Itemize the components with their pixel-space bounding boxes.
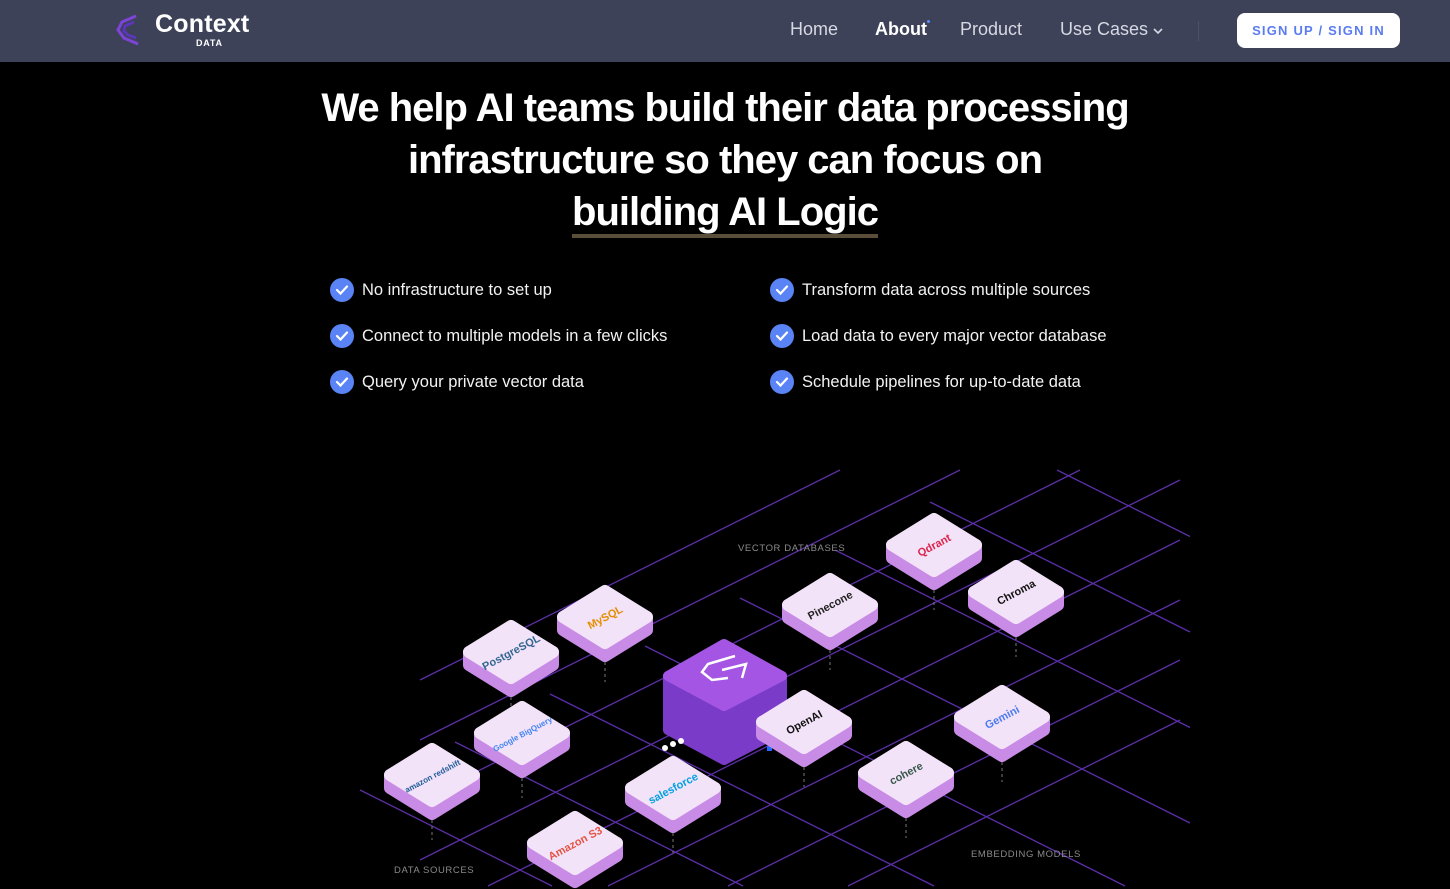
tile-openai: OpenAI [756, 690, 852, 787]
feature-item: Query your private vector data [330, 370, 584, 394]
hero-line-2: infrastructure so they can focus on [407, 138, 1043, 182]
nav-about[interactable]: About [875, 19, 927, 39]
brand-name: Context [155, 10, 250, 38]
nav-product[interactable]: Product [960, 19, 1023, 39]
chevron-down-icon [1153, 28, 1163, 35]
grid-line [1056, 469, 1191, 538]
tile-pinecone: Pinecone [782, 573, 878, 670]
feature-item: Load data to every major vector database [770, 324, 1107, 348]
tile-amazon-s3: Amazon S3 [527, 811, 623, 888]
check-circle-icon [330, 370, 354, 394]
context-logo-icon [700, 654, 748, 682]
nav-divider [1198, 21, 1199, 41]
nav-use-cases[interactable]: Use Cases [1060, 19, 1163, 40]
tile-chroma: Chroma [968, 560, 1064, 657]
feature-item: Transform data across multiple sources [770, 278, 1090, 302]
feature-text: Transform data across multiple sources [802, 280, 1091, 299]
check-circle-icon [770, 324, 794, 348]
brand-sub: DATA [196, 38, 223, 48]
grid-line [834, 549, 1191, 729]
nav-home[interactable]: Home [790, 19, 839, 39]
tile-qdrant: Qdrant [886, 513, 982, 610]
grid-line [549, 693, 935, 887]
feature-text: Schedule pipelines for up-to-date data [802, 372, 1081, 391]
grid-line [607, 599, 1181, 887]
hero-line-3: building AI Logic [572, 190, 879, 238]
active-dot [927, 20, 930, 23]
signup-signin-button[interactable]: SIGN UP / SIGN IN [1237, 13, 1400, 48]
tile-cohere: cohere [858, 741, 954, 838]
feature-text: Query your private vector data [362, 372, 584, 391]
grid-line [847, 719, 1181, 887]
grid-line [419, 479, 1181, 861]
tile-salesforce: salesforce [625, 756, 721, 853]
tile-google-bigquery: Google BigQuery [474, 701, 570, 798]
feature-text: Connect to multiple models in a few clic… [362, 326, 668, 345]
tile-amazon-redshift: amazon redshift [384, 743, 480, 840]
feature-item: Schedule pipelines for up-to-date data [770, 370, 1081, 394]
context-hub-cube [662, 639, 787, 765]
feature-text: No infrastructure to set up [362, 280, 552, 299]
hero-heading: We help AI teams build their data proces… [0, 82, 1450, 238]
nav-use-cases-label: Use Cases [1060, 19, 1149, 39]
feature-item: No infrastructure to set up [330, 278, 552, 302]
feature-item: Connect to multiple models in a few clic… [330, 324, 667, 348]
label-embedding-models: EMBEDDING MODELS [971, 849, 1081, 860]
label-data-sources: DATA SOURCES [394, 865, 474, 876]
tile-mysql: MySQL [557, 585, 653, 682]
check-circle-icon [330, 278, 354, 302]
feature-text: Load data to every major vector database [802, 326, 1107, 345]
brand-logo[interactable]: Context DATA [114, 10, 264, 50]
label-vector-databases: VECTOR DATABASES [738, 543, 845, 554]
check-circle-icon [770, 278, 794, 302]
tile-postgresql: PostgreSQL [463, 620, 559, 717]
tile-gemini: Gemini [954, 685, 1050, 782]
check-circle-icon [330, 324, 354, 348]
context-logo-icon [116, 14, 139, 46]
check-circle-icon [770, 370, 794, 394]
hero-line-1: We help AI teams build their data proces… [321, 86, 1129, 130]
top-nav: Context DATA Home About Product Use Case… [0, 0, 1450, 62]
